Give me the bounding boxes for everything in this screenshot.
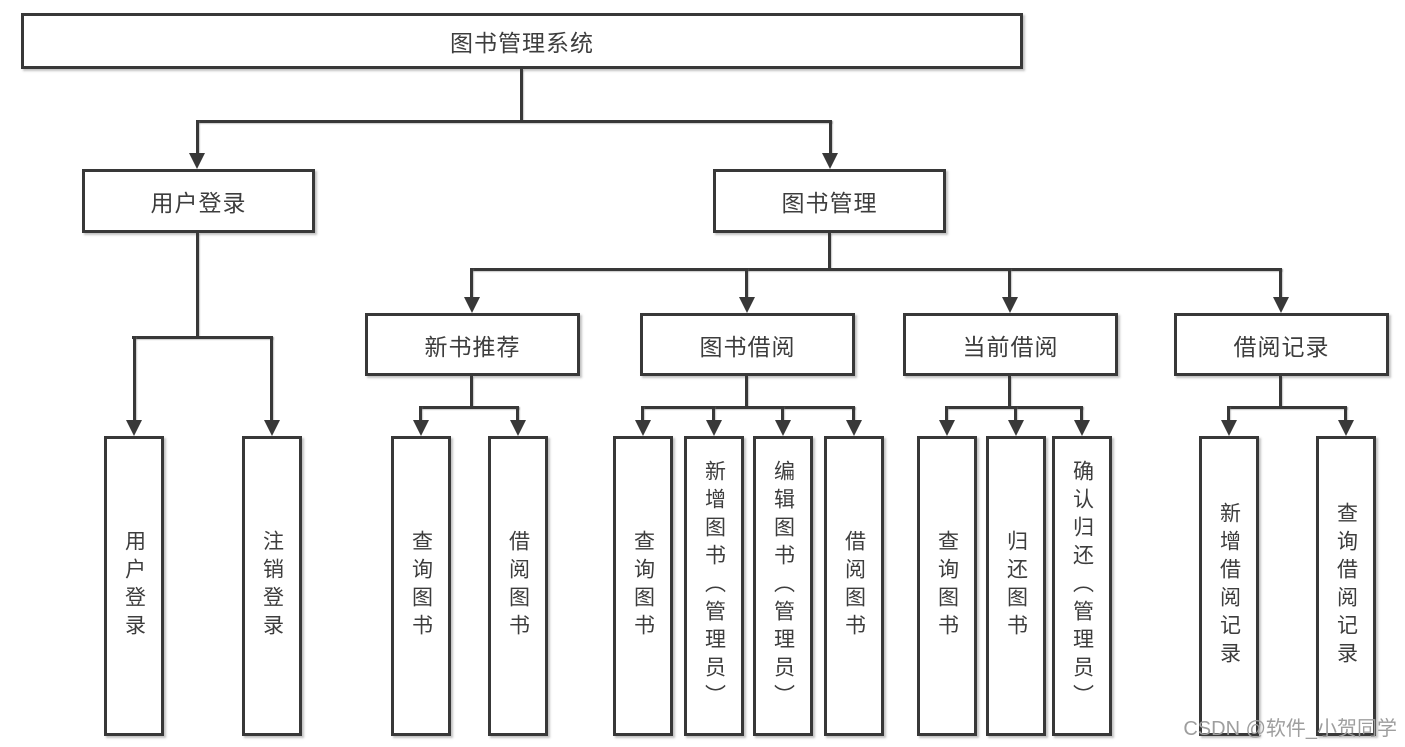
connector-to-leaf-query-books-2 (641, 406, 644, 422)
node-user-login: 用户登录 (82, 169, 315, 233)
connector-to-new-book-recommend (470, 268, 473, 299)
leaf-label: 查询图书 (631, 530, 655, 642)
leaf-logout: 注销登录 (242, 436, 302, 736)
arrowhead-down-icon (846, 420, 862, 436)
connector-to-leaf-borrow-books-1 (516, 406, 519, 422)
leaf-label: 确认归还（管理员） (1070, 460, 1094, 712)
leaf-label: 新增图书（管理员） (702, 460, 726, 712)
node-label: 图书借阅 (699, 333, 796, 360)
connector-to-current-borrow (1008, 268, 1011, 299)
connector-current-borrow-stem (1008, 376, 1011, 406)
node-new-book-recommend: 新书推荐 (365, 313, 580, 376)
connector-to-leaf-query-borrow-record (1344, 406, 1347, 422)
leaf-label: 注销登录 (260, 530, 284, 642)
leaf-label: 归还图书 (1004, 530, 1028, 642)
leaf-add-borrow-record: 新增借阅记录 (1199, 436, 1259, 736)
arrowhead-down-icon (126, 420, 142, 436)
arrowhead-down-icon (464, 297, 480, 313)
arrowhead-down-icon (1338, 420, 1354, 436)
connector-new-book-recommend-stem (470, 376, 473, 406)
arrowhead-down-icon (510, 420, 526, 436)
node-label: 当前借阅 (962, 333, 1059, 360)
connector-root-to-book-management (829, 120, 832, 155)
arrowhead-down-icon (739, 297, 755, 313)
connector-to-leaf-return-books (1014, 406, 1017, 422)
arrowhead-down-icon (822, 153, 838, 169)
node-book-management: 图书管理 (713, 169, 946, 233)
leaf-borrow-books-borrow: 借阅图书 (824, 436, 884, 736)
arrowhead-down-icon (775, 420, 791, 436)
leaf-label: 查询图书 (409, 530, 433, 642)
arrowhead-down-icon (1221, 420, 1237, 436)
connector-root-to-user-login (196, 120, 199, 155)
arrowhead-down-icon (189, 153, 205, 169)
node-label: 用户登录 (150, 190, 247, 216)
leaf-borrow-books-recommend: 借阅图书 (488, 436, 548, 736)
leaf-label: 借阅图书 (506, 530, 530, 642)
connector-to-leaf-query-books-3 (945, 406, 948, 422)
leaf-confirm-return-admin: 确认归还（管理员） (1052, 436, 1112, 736)
arrowhead-down-icon (1074, 420, 1090, 436)
node-label: 图书管理系统 (450, 30, 594, 56)
connector-user-login-crossbar (132, 336, 273, 339)
leaf-label: 查询借阅记录 (1334, 502, 1358, 670)
csdn-watermark: CSDN @软件_小贺同学 (1183, 718, 1397, 740)
connector-to-leaf-confirm-return (1080, 406, 1083, 422)
arrowhead-down-icon (264, 420, 280, 436)
connector-root-crossbar (196, 120, 832, 123)
arrowhead-down-icon (939, 420, 955, 436)
connector-to-leaf-edit-book (781, 406, 784, 422)
connector-to-leaf-add-borrow-record (1227, 406, 1230, 422)
leaf-label: 借阅图书 (842, 530, 866, 642)
leaf-label: 查询图书 (935, 530, 959, 642)
connector-new-book-recommend-crossbar (419, 406, 519, 409)
connector-book-borrow-stem (745, 376, 748, 406)
connector-book-borrow-crossbar (641, 406, 855, 409)
node-label: 图书管理 (781, 190, 878, 216)
arrowhead-down-icon (706, 420, 722, 436)
leaf-user-login: 用户登录 (104, 436, 164, 736)
arrowhead-down-icon (635, 420, 651, 436)
connector-to-leaf-borrow-books-2 (852, 406, 855, 422)
leaf-return-books: 归还图书 (986, 436, 1046, 736)
leaf-label: 编辑图书（管理员） (771, 460, 795, 712)
node-book-borrow: 图书借阅 (640, 313, 855, 376)
leaf-add-book-admin: 新增图书（管理员） (684, 436, 744, 736)
connector-user-login-stem (196, 233, 199, 336)
connector-to-borrow-records (1279, 268, 1282, 299)
connector-root-stem (520, 69, 523, 120)
arrowhead-down-icon (1273, 297, 1289, 313)
connector-to-leaf-user-login (133, 336, 136, 422)
arrowhead-down-icon (413, 420, 429, 436)
leaf-query-borrow-record: 查询借阅记录 (1316, 436, 1376, 736)
arrowhead-down-icon (1002, 297, 1018, 313)
node-label: 借阅记录 (1233, 333, 1330, 360)
leaf-query-books-recommend: 查询图书 (391, 436, 451, 736)
connector-borrow-records-stem (1279, 376, 1282, 406)
connector-borrow-records-crossbar (1227, 406, 1347, 409)
connector-book-management-crossbar (470, 268, 1282, 271)
leaf-query-books-current: 查询图书 (917, 436, 977, 736)
node-library-management-system: 图书管理系统 (21, 13, 1023, 69)
node-current-borrow: 当前借阅 (903, 313, 1118, 376)
connector-to-leaf-add-book (712, 406, 715, 422)
arrowhead-down-icon (1008, 420, 1024, 436)
connector-to-book-borrow (745, 268, 748, 299)
leaf-edit-book-admin: 编辑图书（管理员） (753, 436, 813, 736)
connector-book-management-stem (828, 233, 831, 268)
leaf-label: 用户登录 (122, 530, 146, 642)
node-label: 新书推荐 (424, 333, 521, 360)
connector-to-leaf-logout (270, 336, 273, 422)
leaf-query-books-borrow: 查询图书 (613, 436, 673, 736)
node-borrow-records: 借阅记录 (1174, 313, 1389, 376)
leaf-label: 新增借阅记录 (1217, 502, 1241, 670)
connector-to-leaf-query-books-1 (419, 406, 422, 422)
